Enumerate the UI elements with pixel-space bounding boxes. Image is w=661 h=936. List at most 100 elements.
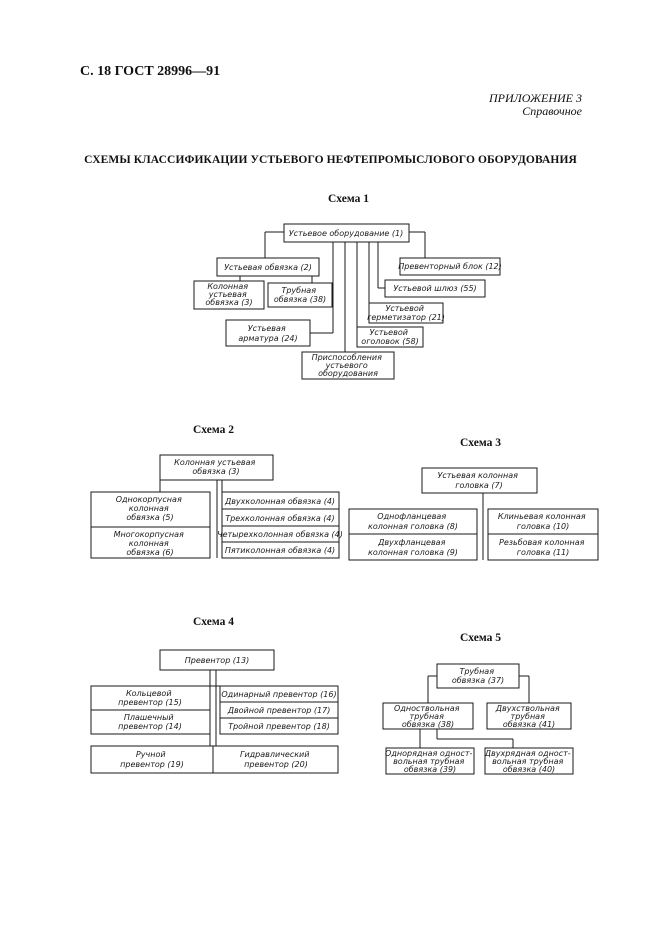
s5-dual-row-node: Двухрядная одност- вольная трубная обвяз… — [484, 747, 574, 775]
s5-bottom-1-line-2: вольная трубная — [393, 757, 464, 766]
s2-root-line-1: Колонная устьевая — [174, 458, 255, 467]
s5-bottom-2-line-3: обвязка (40) — [503, 765, 555, 774]
s4-right-2-label: Двойной превентор (17) — [227, 706, 331, 715]
s4-annular-label: Кольцевой превентор (15) — [118, 689, 182, 707]
s2-root-line-2: обвязка (3) — [192, 467, 239, 476]
s3-root-node: Устьевая колонная головка (7) — [421, 467, 538, 494]
s4-root-node: Превентор (13) — [159, 649, 275, 671]
s5-mid-1-line-1: Одноствольная — [394, 704, 460, 713]
s2-right-1-label: Двухколонная обвязка (4) — [224, 497, 335, 506]
s5-mid-1-line-2: трубная — [410, 712, 445, 721]
s1-wellhead-fittings-label: Устьевая арматура (24) — [238, 324, 297, 343]
s1-wellhead-lock-label: Устьевой шлюз (55) — [393, 284, 476, 293]
s4-left-2-line-1: Плашечный — [124, 713, 174, 722]
s4-root-label: Превентор (13) — [185, 656, 249, 665]
s5-bottom-1-line-1: Однорядная одност- — [385, 749, 472, 758]
s1-column-wellhead-tie-label: Колонная устьевая обвязка (3) — [205, 282, 252, 307]
s2-left-1-line-2: колонная — [129, 504, 169, 513]
s5-dual-bore-node: Двухствольная трубная обвязка (41) — [486, 702, 572, 730]
s1-wellhead-tie-label: Устьевая обвязка (2) — [224, 263, 312, 272]
s3-single-flange-label: Однофланцевая колонная головка (8) — [368, 512, 458, 531]
s3-double-flange-label: Двухфланцевая колонная головка (9) — [368, 538, 458, 557]
s2-multi-body-label: Многокорпусная колонная обвязка (6) — [114, 530, 187, 557]
s2-left-1-line-3: обвязка (5) — [126, 513, 173, 522]
s4-bottom-1-line-2: превентор (19) — [120, 760, 184, 769]
s1-wh-line-1: Устьевой — [370, 328, 408, 337]
s4-left-1-line-2: превентор (15) — [118, 698, 182, 707]
s1-wellhead-sealer-label: Устьевой герметизатор (21) — [367, 304, 445, 322]
s1-tt-line-2: обвязка (38) — [274, 295, 326, 304]
s5-bottom-1-line-3: обвязка (39) — [404, 765, 456, 774]
s1-wf-line-1: Устьевая — [248, 324, 286, 333]
s5-bottom-2-line-1: Двухрядная одност- — [484, 749, 571, 758]
s3-left-group: Однофланцевая колонная головка (8) Двухф… — [348, 508, 478, 561]
s5-mid-2-line-3: обвязка (41) — [503, 720, 555, 729]
s1-cwt-line-3: обвязка (3) — [205, 298, 252, 307]
s2-root-node: Колонная устьевая обвязка (3) — [159, 454, 274, 481]
s3-left-2-line-2: колонная головка (9) — [368, 548, 458, 557]
scheme-1-connectors — [239, 231, 426, 352]
s5-single-bore-node: Одноствольная трубная обвязка (38) — [382, 702, 474, 730]
s5-root-line-1: Трубная — [459, 667, 494, 676]
s3-root-label: Устьевая колонная головка (7) — [438, 471, 521, 490]
s2-root-label: Колонная устьевая обвязка (3) — [174, 458, 258, 476]
s1-wellhead-lock-node: Устьевой шлюз (55) — [384, 279, 486, 298]
appendix-block: ПРИЛОЖЕНИЕ 3 Справочное — [489, 92, 582, 118]
s1-wellhead-fittings-node: Устьевая арматура (24) — [225, 319, 311, 347]
scheme-1-label: Схема 1 — [328, 193, 370, 205]
s1-preventer-block-node: Превенторный блок (12) — [398, 257, 502, 276]
s2-single-body-label: Однокорпусная колонная обвязка (5) — [116, 495, 185, 522]
s2-left-2-line-1: Многокорпусная — [114, 530, 184, 539]
s2-right-2-label: Трехколонная обвязка (4) — [225, 514, 334, 523]
scheme-5-diagram: Трубная обвязка (37) Одноствольная трубн… — [382, 663, 574, 775]
s2-right-4-label: Пятиколонная обвязка (4) — [225, 546, 335, 555]
s4-left-group: Кольцевой превентор (15) Плашечный преве… — [90, 685, 211, 735]
s2-left-group: Однокорпусная колонная обвязка (5) Много… — [90, 491, 211, 559]
page-title: СХЕМЫ КЛАССИФИКАЦИИ УСТЬЕВОГО НЕФТЕПРОМЫ… — [84, 154, 577, 166]
scheme-3-label: Схема 3 — [460, 437, 502, 449]
s5-mid-2-line-1: Двухствольная — [495, 704, 560, 713]
s1-preventer-block-label: Превенторный блок (12) — [398, 262, 502, 271]
s5-dual-bore-label: Двухствольная трубная обвязка (41) — [495, 704, 562, 729]
scheme-4-label: Схема 4 — [193, 616, 235, 628]
s4-bottom-1-line-1: Ручной — [136, 750, 166, 759]
s1-wellhead-devices-label: Приспособления устьевого оборудования — [312, 353, 385, 378]
s1-cwt-line-1: Колонная — [207, 282, 248, 291]
s1-wellhead-head-label: Устьевой оголовок (58) — [361, 328, 418, 346]
appendix-label: ПРИЛОЖЕНИЕ 3 — [489, 91, 582, 105]
s5-mid-1-line-3: обвязка (38) — [402, 720, 454, 729]
s1-wd-line-2: устьевого — [325, 361, 368, 370]
s3-right-2-line-2: головка (11) — [517, 548, 570, 557]
s1-tubing-tie-label: Трубная обвязка (38) — [274, 286, 326, 304]
scheme-4-connectors — [209, 670, 220, 746]
s4-left-1-line-1: Кольцевой — [126, 689, 172, 698]
s1-wh-line-2: оголовок (58) — [361, 337, 418, 346]
s1-tubing-tie-node: Трубная обвязка (38) — [267, 282, 333, 308]
s4-bottom-2-line-1: Гидравлический — [240, 750, 309, 759]
s5-single-bore-label: Одноствольная трубная обвязка (38) — [394, 704, 462, 729]
page-header: С. 18 ГОСТ 28996—91 — [80, 64, 221, 79]
s5-root-label: Трубная обвязка (37) — [452, 667, 504, 685]
scheme-5-label: Схема 5 — [460, 632, 502, 644]
s1-wellhead-head-node: Устьевой оголовок (58) — [356, 326, 424, 348]
s1-cwt-line-2: устьевая — [208, 290, 247, 299]
scheme-4-diagram: Превентор (13) Кольцевой превентор (15) … — [90, 649, 339, 774]
s4-right-1-label: Одинарный превентор (16) — [221, 690, 336, 699]
s4-bottom-2-line-2: превентор (20) — [244, 760, 308, 769]
s1-tt-line-1: Трубная — [281, 286, 316, 295]
s5-bottom-2-line-2: вольная трубная — [492, 757, 563, 766]
s3-root-line-1: Устьевая колонная — [438, 471, 519, 480]
s1-root-label: Устьевое оборудование (1) — [289, 229, 403, 238]
s4-right-group: Одинарный превентор (16) Двойной превент… — [219, 685, 339, 735]
scheme-5-connectors — [419, 675, 530, 748]
s1-column-wellhead-tie-node: Колонная устьевая обвязка (3) — [193, 280, 265, 310]
s3-right-group: Клиньевая колонная головка (10) Резьбова… — [487, 508, 599, 561]
s3-threaded-label: Резьбовая колонная головка (11) — [499, 538, 587, 557]
s3-left-2-line-1: Двухфланцевая — [377, 538, 446, 547]
s3-root-line-2: головка (7) — [455, 481, 502, 490]
s4-ram-label: Плашечный превентор (14) — [118, 713, 182, 731]
s3-left-1-line-2: колонная головка (8) — [368, 522, 458, 531]
s3-right-1-line-1: Клиньевая колонная — [498, 512, 586, 521]
s1-wf-line-2: арматура (24) — [238, 334, 297, 343]
